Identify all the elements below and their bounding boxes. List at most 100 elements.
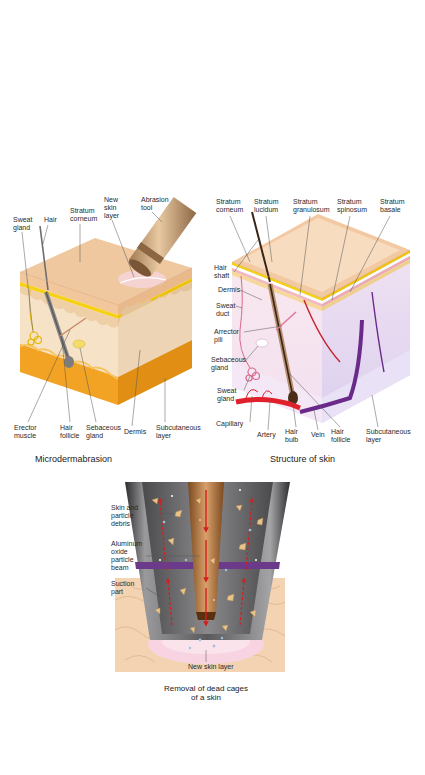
part-label: Hair shaft [214,264,238,280]
particle-flow-part-part [221,637,223,639]
part-label: Stratum lucidum [254,198,286,214]
microdermabrasion-handpiece-part [125,482,290,640]
skin-block-right-part [322,250,410,301]
leader-lines-left-part [80,348,96,422]
leader-lines-right-part [293,404,296,427]
skin-block-left-part [118,282,192,326]
leader-lines-device [146,512,206,662]
skin-block-right-part [322,256,410,307]
part-label: Sebaceous gland [86,424,120,440]
skin-block-right-part [240,276,250,368]
part-label: Arrector pili [214,328,244,344]
leader-lines-right-part [240,290,262,300]
particle-flow-part-part [175,510,182,517]
particle-flow-part-part [152,498,158,504]
part-label: Subcutaneous layer [156,424,202,440]
leader-lines-left [22,212,165,426]
part-label: Hair [44,216,57,224]
part-label: New skin layer [104,196,126,220]
skin-block-right-part [270,284,292,392]
skin-block-right-part [252,212,270,282]
skin-block-right-part [232,362,322,423]
leader-lines-right-part [288,372,340,427]
part-label: Stratum corneum [216,198,246,214]
leader-lines-right-part [266,216,272,262]
part-label: Stratum spinosum [337,198,375,214]
skin-block-left-part [118,340,192,405]
particle-flow-part-part [225,569,227,571]
particle-flow-part-part [189,647,191,649]
skin-block-left-part [120,278,166,283]
part-label: Stratum granulosum [293,198,335,214]
skin-block-right-part [304,300,340,362]
particle-flow-part-part [155,608,160,614]
leader-lines-left-part [165,378,166,422]
skin-block-right [232,212,410,423]
part-label: Hair follicle [331,428,359,444]
skin-block-right-part [322,250,410,423]
part-label: Suction part [111,580,145,596]
skin-block-right-part [322,350,410,423]
leader-lines-right-part [332,216,350,300]
skin-block-right-part [232,265,322,304]
particle-flow-part-part [250,610,256,617]
leader-lines-device-part [146,588,162,598]
skin-block-left-part [73,340,85,348]
skin-block-right-part [232,262,322,423]
particle-flow-part-part [190,627,195,633]
leader-lines-device-part [148,512,174,514]
part-label: Stratum basale [380,198,414,214]
part-label: Hair follicle [60,424,88,440]
particle-flow-part [240,580,244,625]
particle-flow-part-part [213,599,215,601]
skin-block-right-part [232,262,322,301]
particle-flow-part-part [199,519,201,521]
particle-flow-part [205,540,206,580]
part-label: New skin layer [188,663,234,671]
particle-flow-part-part [239,489,241,491]
skin-block-left-part [20,344,118,405]
part-label: Stratum corneum [70,207,100,223]
skin-block-left-part [20,268,192,305]
particle-flow-part-part [255,559,257,561]
skin-block-right-part [232,271,322,311]
particle-flow-part-part [159,559,161,561]
part-label: Sweat duct [216,302,240,318]
skin-block-right-part [236,399,300,408]
skin-block-right-part [256,339,268,347]
particle-flow-part-part [168,538,174,545]
leader-lines-right-part [236,306,242,308]
particle-flow-part [246,500,252,570]
leader-lines-left-part [28,330,70,422]
particle-flow-part-part [227,594,234,601]
leader-lines-left-part [80,224,81,262]
particle-flow-part-part [213,645,216,648]
part-label: Sebaceous gland [211,356,247,372]
leader-lines-right-part [372,395,378,427]
particle-flow-part-part [180,588,186,595]
leader-lines-left-part [22,232,33,332]
part-label: Vein [311,431,325,439]
skin-block-right-part [232,268,322,307]
particle-flow-part-part [257,518,263,525]
part-label: Sweat gland [13,216,39,232]
abrasion-tool [126,197,196,280]
leader-lines-device-part [146,556,200,557]
particle-flow [152,489,263,649]
particle-flow-part [160,500,166,570]
skin-block-left-part [20,286,118,328]
leader-lines-right-part [244,376,250,390]
skin-block-left-part [40,226,48,290]
part-label: Aluminum oxide particle beam [111,540,145,572]
leader-lines-left-part [152,212,162,222]
particle-flow-part [168,580,172,625]
part-label: Skin and particle debris [111,504,149,528]
particle-flow-part [205,588,206,624]
skin-block-right-part [300,320,362,412]
part-label: Sweat gland [217,387,243,403]
leader-lines-left-part [43,225,48,244]
figure-caption: Removal of dead cages of a skin [160,684,252,702]
particle-flow-part [205,490,206,530]
skin-block-right-part [262,391,272,398]
